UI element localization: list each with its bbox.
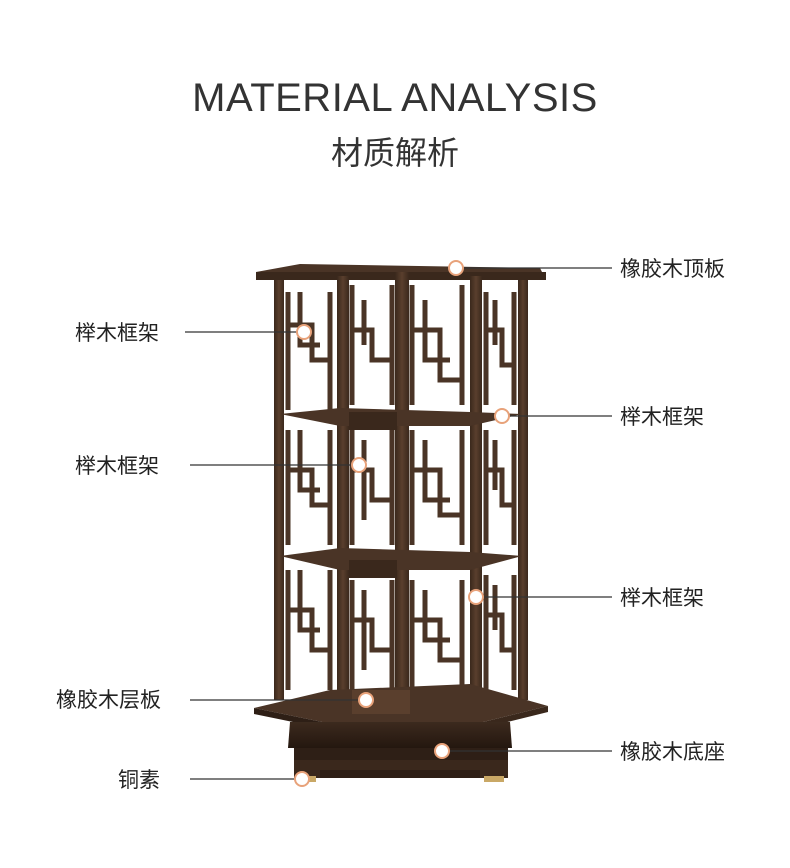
callout-frame-left-2: 榉木框架 — [75, 454, 159, 478]
callout-base: 橡胶木底座 — [620, 740, 725, 764]
callout-shelf-board: 橡胶木层板 — [56, 688, 161, 712]
lattice-left — [285, 292, 333, 690]
swivel-base — [288, 722, 512, 782]
title-chinese: 材质解析 — [330, 134, 459, 172]
marker-frame-right-1 — [494, 408, 510, 424]
marker-shelf-board — [358, 692, 374, 708]
callout-markers — [294, 260, 510, 787]
marker-frame-left-1 — [296, 324, 312, 340]
lattice-right — [483, 292, 517, 690]
shelf-boards — [280, 408, 522, 578]
callout-frame-right-2: 榉木框架 — [620, 586, 704, 610]
lattice-front — [349, 285, 465, 690]
callout-copper: 铜素 — [118, 768, 160, 792]
marker-base — [434, 743, 450, 759]
marker-copper — [294, 771, 310, 787]
title-english: MATERIAL ANALYSIS — [192, 76, 598, 120]
callout-top-board: 橡胶木顶板 — [620, 257, 725, 281]
marker-frame-left-2 — [351, 457, 367, 473]
marker-top-board — [448, 260, 464, 276]
marker-frame-right-2 — [468, 589, 484, 605]
callout-frame-right-1: 榉木框架 — [620, 405, 704, 429]
callout-frame-left-1: 榉木框架 — [75, 321, 159, 345]
callout-lines — [185, 267, 612, 780]
frame-posts — [274, 272, 528, 728]
